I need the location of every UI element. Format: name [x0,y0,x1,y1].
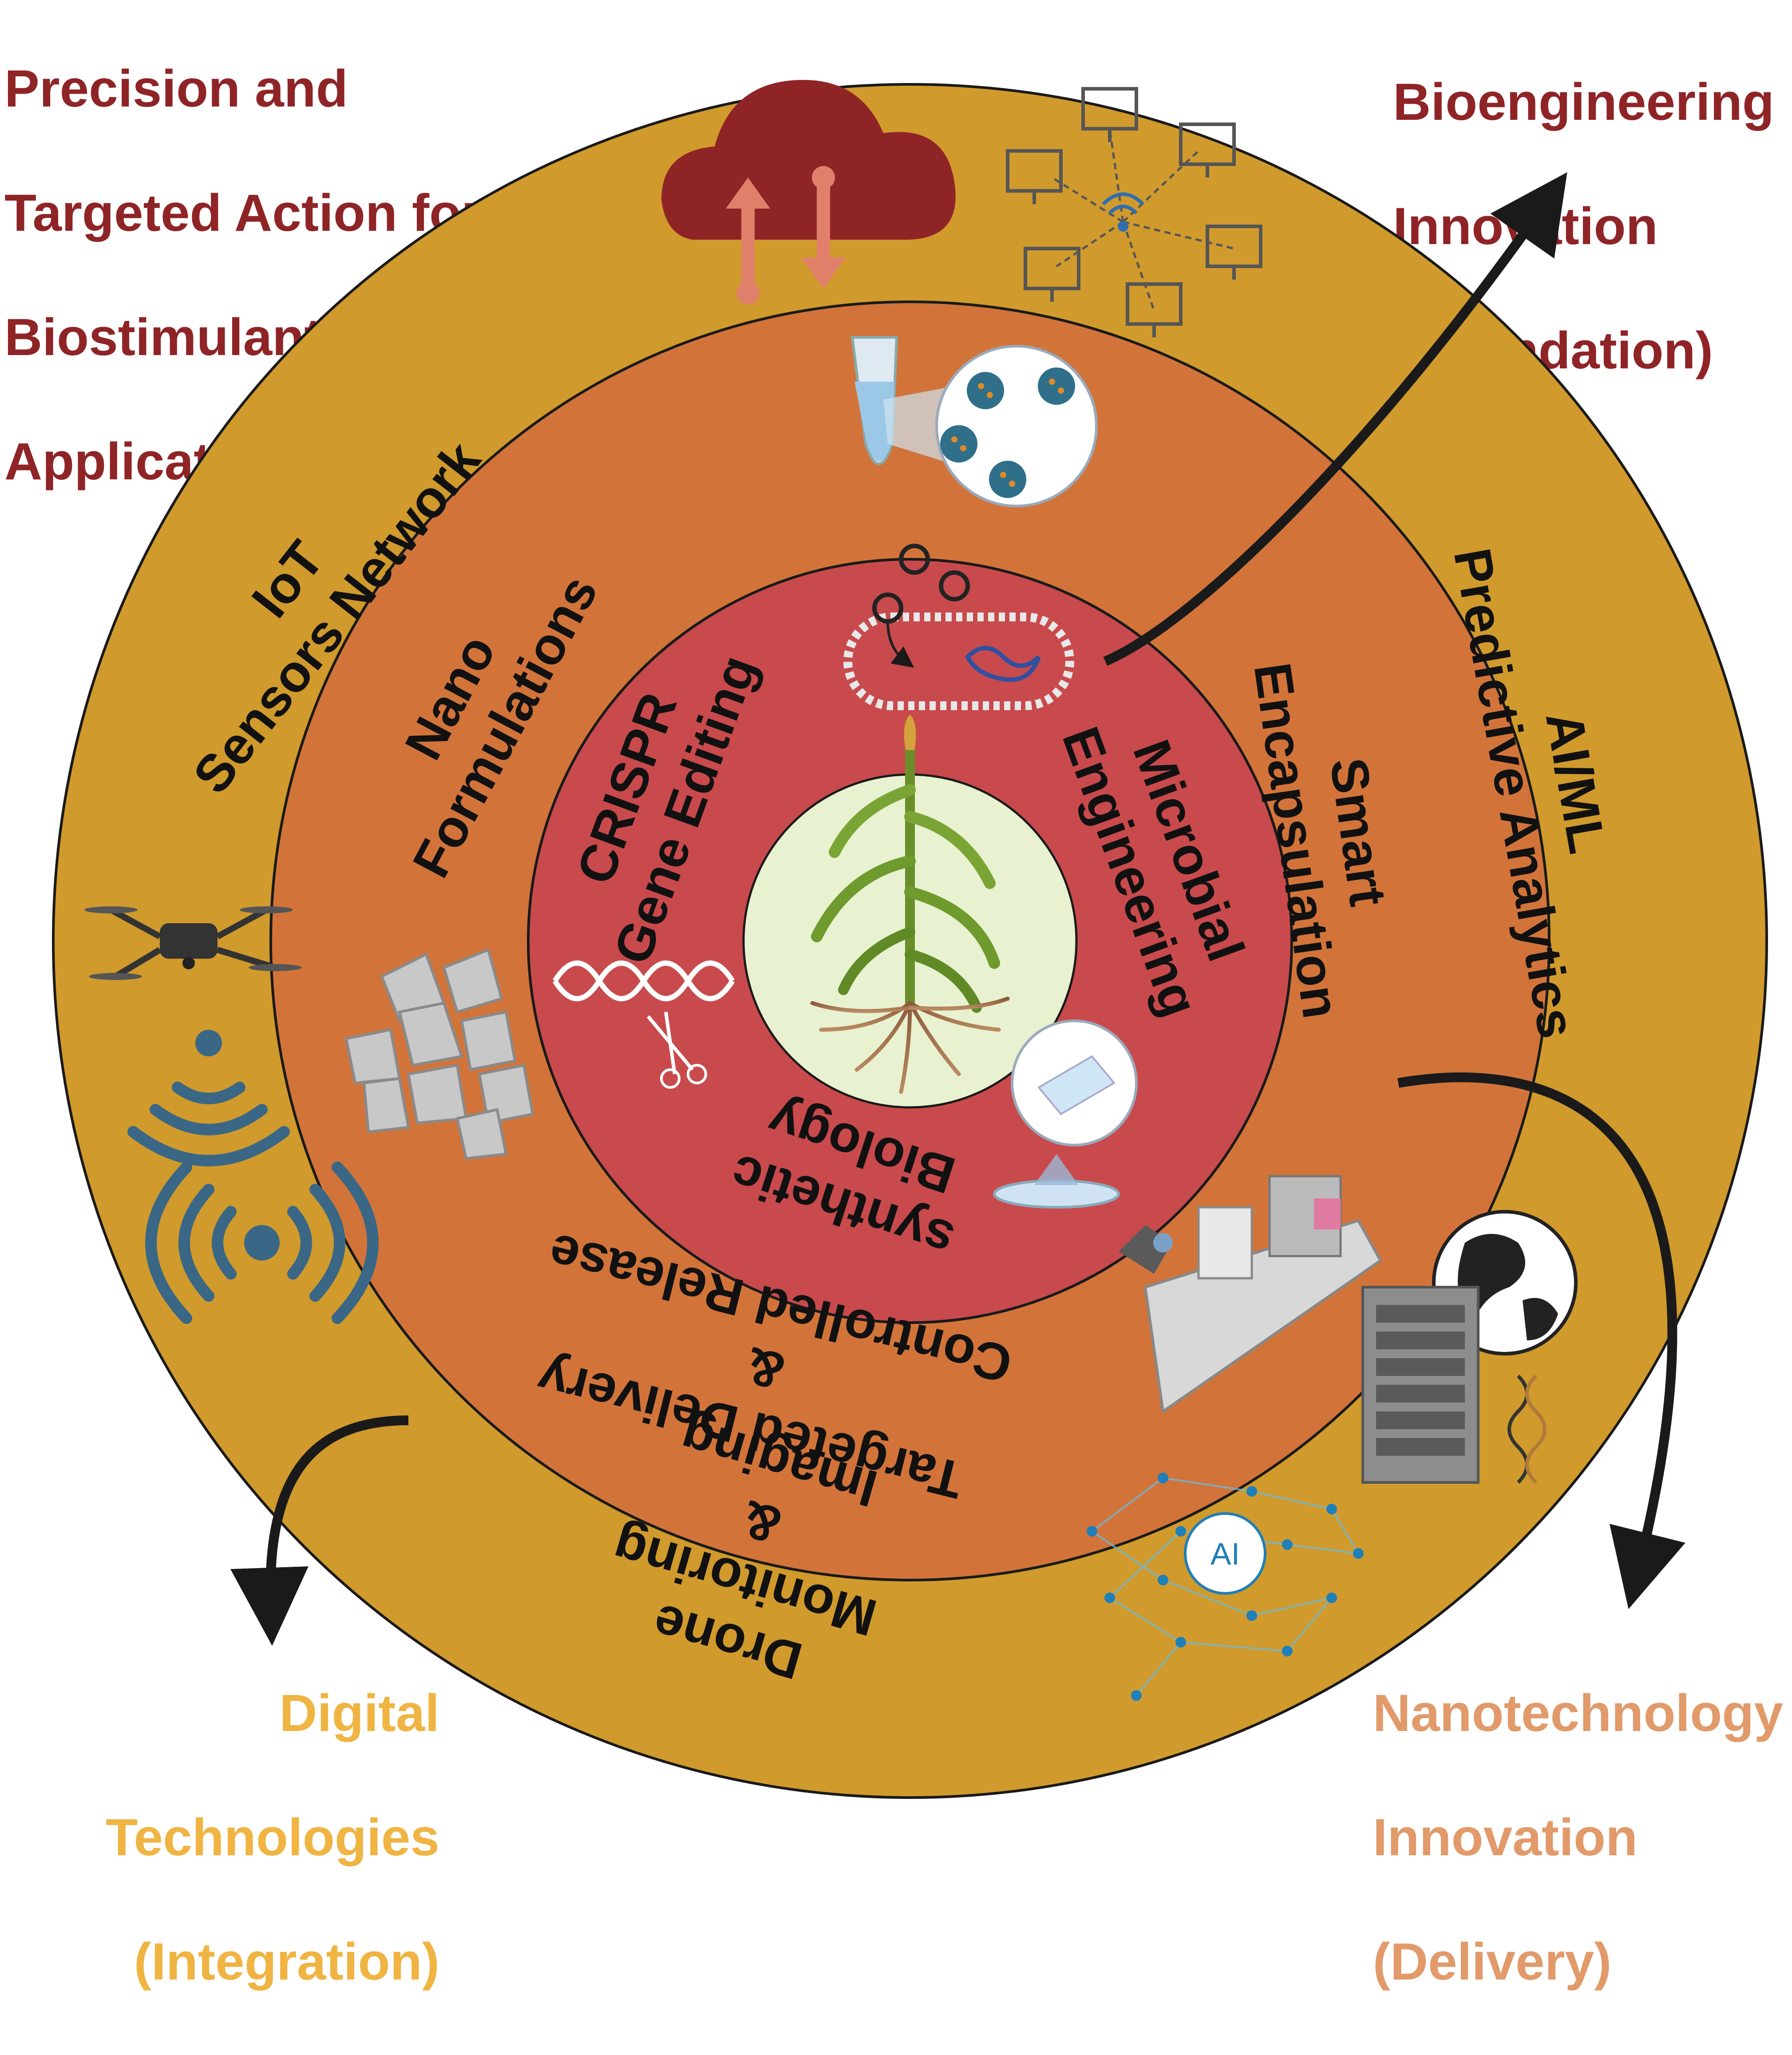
drone-icon [84,906,302,980]
petri-dish-icon [993,1020,1138,1209]
heading-nanotech-line-3: (Delivery) [1373,1932,1612,1991]
heading-nanotech-line-2: Innovation [1373,1808,1638,1867]
wifi-signal-icon [127,1030,290,1166]
cloud-upload-icon [661,80,956,304]
computer-network-icon [1006,87,1262,337]
server-globe-icon [1361,1210,1578,1484]
dna-scissors-icon [552,960,735,1089]
heading-bioengineering: Bioengineering Innovation (Foundation) [1393,9,1774,444]
arrow-to-digital [230,1415,409,1646]
diagram: Precision and Targeted Action for Biosti… [4,9,1783,1991]
plant-icon [810,715,1010,1094]
neural-network-icon: AI [1087,1473,1364,1701]
ai-badge-label: AI [1210,1537,1240,1571]
broadcast-signal-icon [145,1162,379,1324]
heading-digital-line-3: (Integration) [134,1932,439,1991]
rings-svg: AI IoT Sensors Network AI/ML Predictive … [52,80,1768,1799]
arrow-to-bioengineering [1103,172,1567,666]
heading-precision-line-1: Precision and [4,59,348,118]
heading-digital-line-1: Digital [279,1684,439,1743]
heading-digital-line-2: Technologies [106,1808,439,1867]
nanoparticles-icon [344,948,534,1160]
heading-bioengineering-line-1: Bioengineering [1393,73,1774,131]
lab-robot-icon [1119,1175,1382,1414]
plasmid-icon [843,544,1074,710]
heading-nanotech-line-1: Nanotechnology [1373,1684,1783,1743]
arrow-to-nanotech [1397,1072,1685,1609]
nano-tube-icon [851,336,1098,507]
